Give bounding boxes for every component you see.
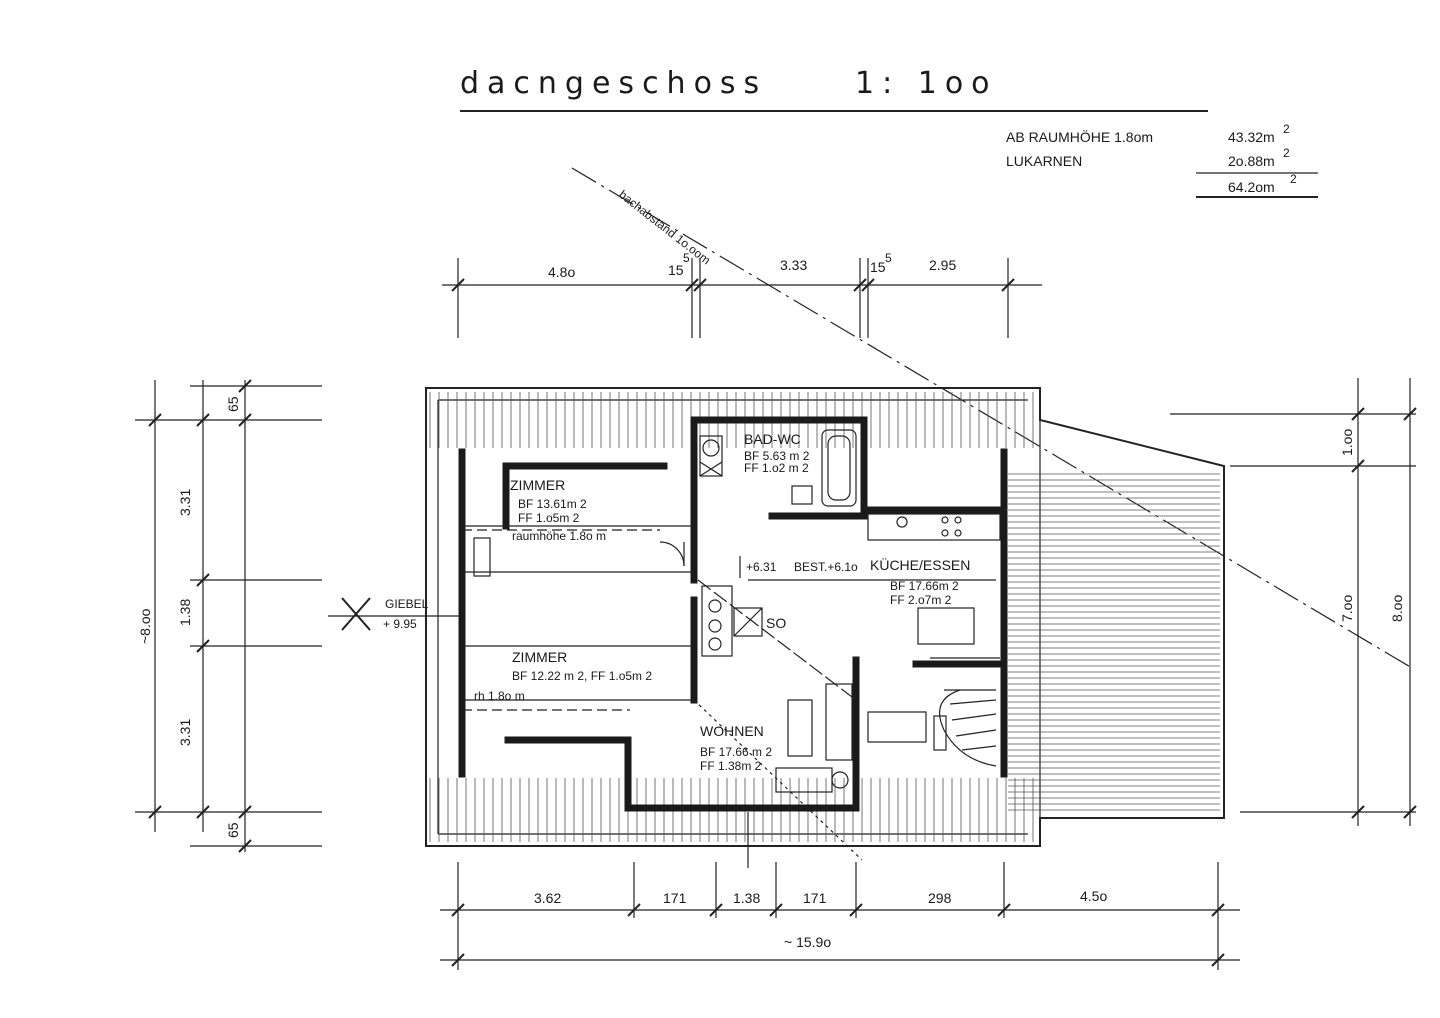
room-wohnen-name: WOHNEN (700, 723, 764, 739)
room-zimmer-1-line-1: BF 13.61m 2 (518, 497, 587, 511)
room-zimmer-1-line-2: FF 1.o5m 2 (518, 511, 580, 525)
dim-left-total: ~8.oo (137, 608, 153, 644)
dim-bottom-total: ~ 15.9o (784, 934, 831, 950)
area-row-2-value: 2o.88m (1228, 153, 1275, 169)
room-wohnen: WOHNEN BF 17.66 m 2 FF 1.38m 2 (700, 723, 772, 773)
dim-right-100: 1.oo (1339, 429, 1355, 456)
room-kueche-line-1: BF 17.66m 2 (890, 579, 959, 593)
right-dimensions: 1.oo 7.oo 8.oo (1170, 378, 1417, 826)
dim-bottom-3: 1.38 (733, 890, 760, 906)
plan-scale: 1: 1oo (855, 66, 998, 101)
dim-bottom-4: 171 (803, 890, 827, 906)
dim-right-800: 8.oo (1389, 595, 1405, 622)
dim-bottom-1: 3.62 (534, 890, 561, 906)
room-zimmer-2-line-1: BF 12.22 m 2, FF 1.o5m 2 (512, 669, 652, 683)
dim-top-3: 3.33 (780, 257, 807, 273)
dim-top-2: 15 (668, 262, 684, 278)
giebel-label: GIEBEL (385, 597, 429, 611)
room-bad-wc: BAD-WC BF 5.63 m 2 FF 1.o2 m 2 (744, 431, 810, 475)
level-marker-2: BEST.+6.1o (794, 560, 858, 574)
dim-left-65-bottom: 65 (225, 822, 241, 838)
room-zimmer-2-name: ZIMMER (512, 649, 567, 665)
dim-right-700: 7.oo (1339, 595, 1355, 622)
area-total-value: 64.2om (1228, 179, 1275, 195)
area-row-1-label: AB RAUMHÖHE 1.8om (1006, 128, 1153, 145)
dim-top-4: 15 (870, 259, 886, 275)
dim-left-138: 1.38 (177, 599, 193, 626)
room-zimmer-2: ZIMMER BF 12.22 m 2, FF 1.o5m 2 rh 1.8o … (474, 649, 652, 703)
room-kueche-line-2: FF 2.o7m 2 (890, 593, 952, 607)
area-total-sup: 2 (1290, 172, 1297, 186)
roof-hatch-lukarne (1008, 473, 1220, 811)
area-row-2-sup: 2 (1283, 146, 1290, 160)
bachabstand-line (571, 167, 1413, 669)
bachabstand-label: bachabstand 1o.oom (616, 187, 713, 267)
dim-left-331-bottom: 3.31 (177, 719, 193, 746)
gable-marker: GIEBEL + 9.95 (328, 597, 462, 631)
plan-title: dacngeschoss (460, 66, 767, 101)
interior-details (462, 429, 1001, 861)
area-row-1-value: 43.32m (1228, 129, 1275, 145)
interior-area (462, 452, 1004, 774)
dim-bottom-2: 171 (663, 890, 687, 906)
left-dimensions: 65 3.31 1.38 3.31 65 ~8.oo (135, 379, 322, 853)
dim-bottom-5: 298 (928, 890, 952, 906)
area-row-1-sup: 2 (1283, 122, 1290, 136)
level-marker-1: +6.31 (746, 560, 777, 574)
room-zimmer-1-line-3: raumhöhe 1.8o m (512, 529, 606, 543)
level-markers: +6.31 BEST.+6.1o SO (739, 556, 858, 631)
room-wohnen-line-1: BF 17.66 m 2 (700, 745, 772, 759)
walls (458, 416, 1008, 812)
dim-top-1: 4.8o (548, 264, 575, 280)
room-bad-wc-line-1: BF 5.63 m 2 (744, 449, 810, 463)
dim-left-331-top: 3.31 (177, 489, 193, 516)
area-table: AB RAUMHÖHE 1.8om 43.32m 2 LUKARNEN 2o.8… (1006, 122, 1318, 198)
top-dimensions: 4.8o 15 5 3.33 15 5 2.95 (442, 251, 1042, 338)
dim-bottom-6: 4.5o (1080, 888, 1107, 904)
bottom-dimensions: 3.62 171 1.38 171 298 4.5o ~ 15.9o (440, 812, 1240, 970)
giebel-value: + 9.95 (383, 617, 417, 631)
dim-left-65-top: 65 (225, 396, 241, 412)
room-kueche-essen: KÜCHE/ESSEN BF 17.66m 2 FF 2.o7m 2 (870, 556, 970, 607)
so-label: SO (766, 615, 786, 631)
room-bad-wc-name: BAD-WC (744, 431, 801, 447)
room-bad-wc-line-2: FF 1.o2 m 2 (744, 461, 809, 475)
room-zimmer-1-name: ZIMMER (510, 477, 565, 493)
room-zimmer-1: ZIMMER BF 13.61m 2 FF 1.o5m 2 raumhöhe 1… (510, 477, 606, 543)
room-kueche-name: KÜCHE/ESSEN (870, 556, 970, 573)
dim-top-2-sup: 5 (683, 251, 690, 265)
area-row-2-label: LUKARNEN (1006, 153, 1082, 169)
room-zimmer-2-line-2: rh 1.8o m (474, 689, 525, 703)
dim-top-4-sup: 5 (885, 251, 892, 265)
room-wohnen-line-2: FF 1.38m 2 (700, 759, 762, 773)
dim-top-5: 2.95 (929, 257, 956, 273)
